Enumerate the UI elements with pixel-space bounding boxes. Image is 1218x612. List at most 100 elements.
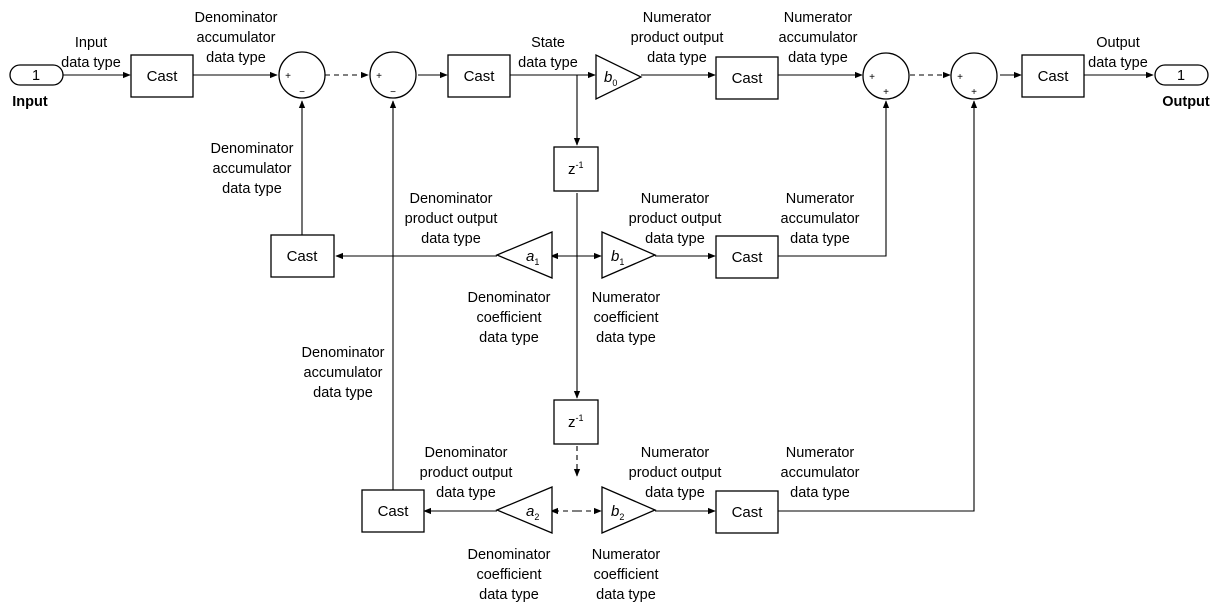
svg-text:accumulator: accumulator: [781, 211, 860, 227]
svg-text:−: −: [299, 87, 305, 98]
svg-text:accumulator: accumulator: [213, 161, 292, 177]
svg-text:data type: data type: [421, 231, 481, 247]
svg-text:accumulator: accumulator: [197, 30, 276, 46]
label-num-prod-2: Numerator product output data type: [629, 445, 722, 501]
cast-block-num-top: Cast: [715, 56, 779, 100]
gain-b1: b1: [601, 231, 657, 279]
label-input-data-type: Input data type: [61, 35, 121, 71]
svg-text:a1: a1: [526, 248, 539, 267]
cast-block-input: Cast: [130, 54, 194, 98]
svg-text:State: State: [531, 35, 565, 51]
label-den-coef-2: Denominator coefficient data type: [467, 547, 550, 603]
svg-text:data type: data type: [645, 485, 705, 501]
label-den-prod-2: Denominator product output data type: [420, 445, 513, 501]
svg-text:data type: data type: [206, 50, 266, 66]
svg-text:product output: product output: [629, 465, 722, 481]
input-port-label: Input: [12, 94, 48, 110]
output-port-number: 1: [1177, 68, 1185, 84]
unit-delay-1: z-1: [553, 146, 599, 192]
svg-text:data type: data type: [436, 485, 496, 501]
output-port: 1 Output: [1154, 64, 1210, 110]
line-cast-to-sum3: [778, 100, 890, 257]
svg-text:Denominator: Denominator: [194, 10, 277, 26]
svg-text:b2: b2: [611, 503, 624, 522]
cast-block-den-1: Cast: [270, 234, 335, 278]
svg-text:Denominator: Denominator: [467, 547, 550, 563]
label-den-prod-1: Denominator product output data type: [405, 191, 498, 247]
svg-text:coefficient: coefficient: [476, 567, 541, 583]
label-output-data-type: Output data type: [1088, 35, 1148, 71]
svg-text:product output: product output: [631, 30, 724, 46]
svg-text:data type: data type: [518, 55, 578, 71]
gain-a1: a1: [495, 231, 553, 279]
sum-junction-4: + +: [950, 52, 998, 100]
label-num-acc-2: Numerator accumulator data type: [781, 445, 860, 501]
sum-junction-2: + −: [369, 51, 417, 99]
svg-text:a2: a2: [526, 503, 539, 522]
unit-delay-2: z-1: [553, 399, 599, 445]
label-num-acc-1: Numerator accumulator data type: [781, 191, 860, 247]
sum-junction-1: + −: [278, 51, 326, 99]
svg-text:data type: data type: [479, 587, 539, 603]
svg-text:+: +: [376, 71, 382, 82]
label-num-acc-top: Numerator accumulator data type: [779, 10, 858, 66]
svg-text:data type: data type: [790, 231, 850, 247]
svg-text:accumulator: accumulator: [781, 465, 860, 481]
svg-text:Cast: Cast: [1038, 68, 1070, 85]
svg-text:product output: product output: [420, 465, 513, 481]
svg-text:coefficient: coefficient: [476, 310, 541, 326]
svg-text:Cast: Cast: [287, 248, 319, 265]
svg-text:data type: data type: [788, 50, 848, 66]
svg-text:accumulator: accumulator: [779, 30, 858, 46]
svg-text:−: −: [390, 87, 396, 98]
label-num-coef-1: Numerator coefficient data type: [592, 290, 661, 346]
svg-text:b1: b1: [611, 248, 624, 267]
svg-text:+: +: [957, 72, 963, 83]
svg-text:coefficient: coefficient: [593, 567, 658, 583]
gain-a2: a2: [495, 486, 553, 534]
gain-b2: b2: [601, 486, 657, 534]
svg-text:+: +: [883, 87, 889, 98]
svg-text:Output: Output: [1096, 35, 1140, 51]
svg-text:accumulator: accumulator: [304, 365, 383, 381]
svg-text:Cast: Cast: [464, 68, 496, 85]
svg-text:Denominator: Denominator: [210, 141, 293, 157]
output-port-label: Output: [1162, 94, 1210, 110]
svg-text:Denominator: Denominator: [409, 191, 492, 207]
svg-text:data type: data type: [61, 55, 121, 71]
label-den-acc-left-2: Denominator accumulator data type: [301, 345, 384, 401]
svg-text:Cast: Cast: [732, 504, 764, 521]
svg-text:coefficient: coefficient: [593, 310, 658, 326]
svg-text:Numerator: Numerator: [786, 191, 855, 207]
svg-text:Cast: Cast: [147, 68, 179, 85]
svg-text:Numerator: Numerator: [641, 445, 710, 461]
label-den-acc-left-1: Denominator accumulator data type: [210, 141, 293, 197]
label-num-prod-1: Numerator product output data type: [629, 191, 722, 247]
svg-text:data type: data type: [222, 181, 282, 197]
svg-text:Input: Input: [75, 35, 107, 51]
svg-text:z-1: z-1: [568, 160, 584, 178]
svg-text:z-1: z-1: [568, 413, 584, 431]
label-state-data-type: State data type: [518, 35, 578, 71]
label-den-acc-top: Denominator accumulator data type: [194, 10, 277, 66]
svg-text:Cast: Cast: [378, 503, 410, 520]
svg-text:Numerator: Numerator: [641, 191, 710, 207]
sum-junction-3: + +: [862, 52, 910, 100]
svg-text:Numerator: Numerator: [592, 290, 661, 306]
svg-text:product output: product output: [629, 211, 722, 227]
svg-text:Denominator: Denominator: [467, 290, 550, 306]
label-num-coef-2: Numerator coefficient data type: [592, 547, 661, 603]
svg-text:b0: b0: [604, 69, 617, 88]
svg-text:Cast: Cast: [732, 70, 764, 87]
svg-text:data type: data type: [790, 485, 850, 501]
svg-text:+: +: [285, 71, 291, 82]
line-cast-to-sum4: [778, 100, 978, 512]
svg-text:data type: data type: [1088, 55, 1148, 71]
svg-text:Numerator: Numerator: [643, 10, 712, 26]
svg-text:data type: data type: [313, 385, 373, 401]
svg-text:Denominator: Denominator: [301, 345, 384, 361]
svg-text:Denominator: Denominator: [424, 445, 507, 461]
label-den-coef-1: Denominator coefficient data type: [467, 290, 550, 346]
svg-text:data type: data type: [647, 50, 707, 66]
